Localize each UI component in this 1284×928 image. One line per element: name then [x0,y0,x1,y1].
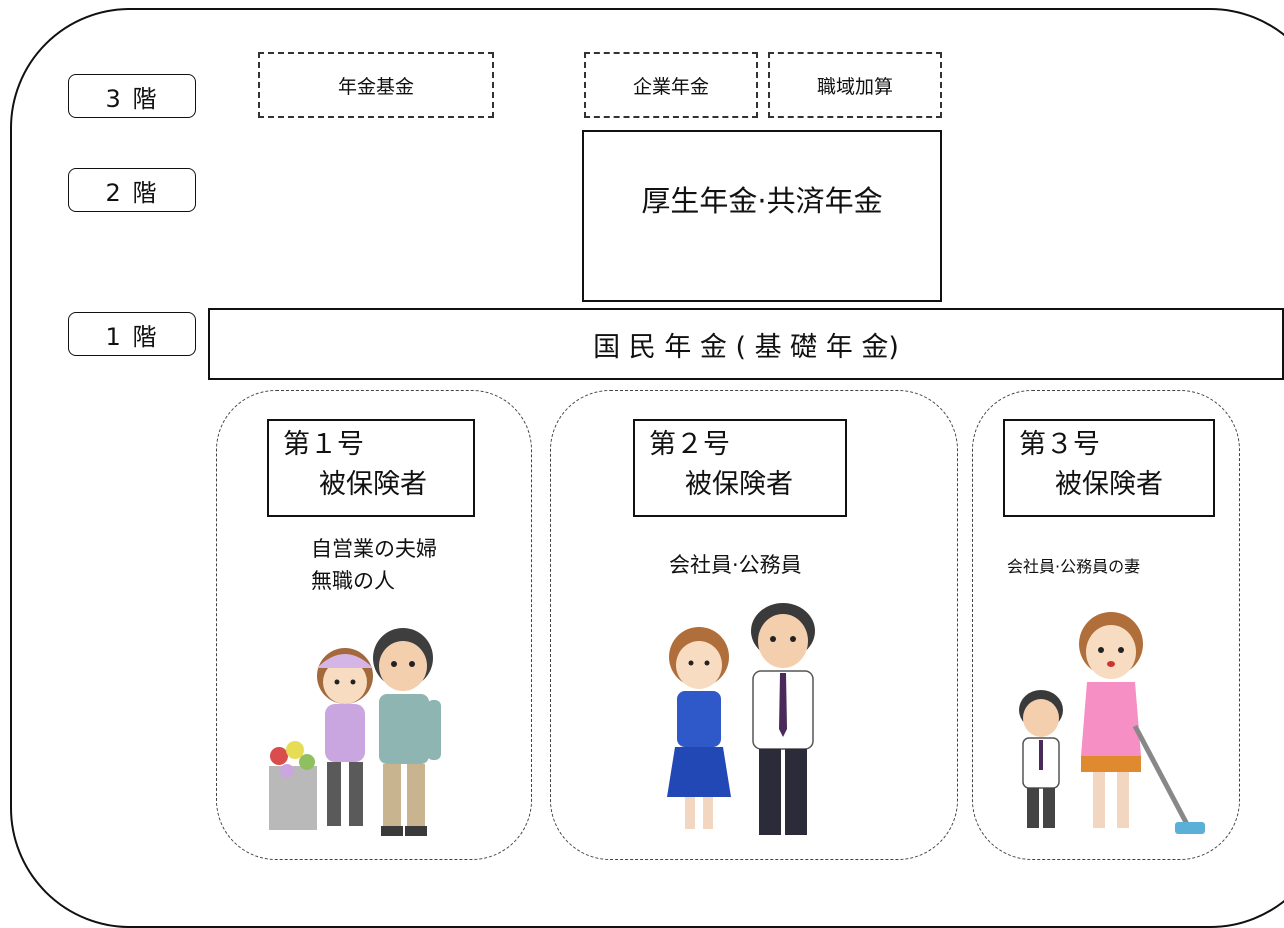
homemaker-illustration [1019,612,1205,834]
insured-3-description: 会社員·公務員の妻 [1007,551,1140,583]
insured-3-label: 第３号 被保険者 [1003,419,1215,517]
national-pension-box: 国 民 年 金 ( 基 礎 年 金) [208,308,1284,380]
employees-pension-box: 厚生年金·共済年金 [582,130,942,302]
insured-3-title: 被保険者 [1055,469,1163,500]
insured-2-number: 第２号 [649,429,730,460]
insured-1-desc-line2: 無職の人 [311,569,395,593]
insured-3-desc-line1: 会社員·公務員の妻 [1007,557,1141,576]
insured-1-desc-line1: 自営業の夫婦 [311,537,437,561]
insured-3-number: 第３号 [1019,429,1100,460]
insured-2-label: 第２号 被保険者 [633,419,847,517]
insured-1-title: 被保険者 [319,469,427,500]
insured-1-number: 第１号 [283,429,364,460]
office-workers-illustration [667,603,815,835]
insured-2-desc-line1: 会社員·公務員 [669,553,802,577]
floor-1-label: 1 階 [68,312,196,356]
occupational-addition-box: 職域加算 [768,52,942,118]
self-employed-couple-illustration [269,628,441,836]
group-insured-2: 第２号 被保険者 会社員·公務員 [550,390,958,860]
insured-2-title: 被保険者 [685,469,793,500]
floor-2-label: 2 階 [68,168,196,212]
insured-2-description: 会社員·公務員 [669,549,802,581]
insured-1-description: 自営業の夫婦 無職の人 [311,533,437,597]
corporate-pension-box: 企業年金 [584,52,758,118]
pension-fund-box: 年金基金 [258,52,494,118]
group-insured-1: 第１号 被保険者 自営業の夫婦 無職の人 [216,390,532,860]
floor-3-label: 3 階 [68,74,196,118]
group-insured-3: 第３号 被保険者 会社員·公務員の妻 [972,390,1240,860]
insured-1-label: 第１号 被保険者 [267,419,475,517]
